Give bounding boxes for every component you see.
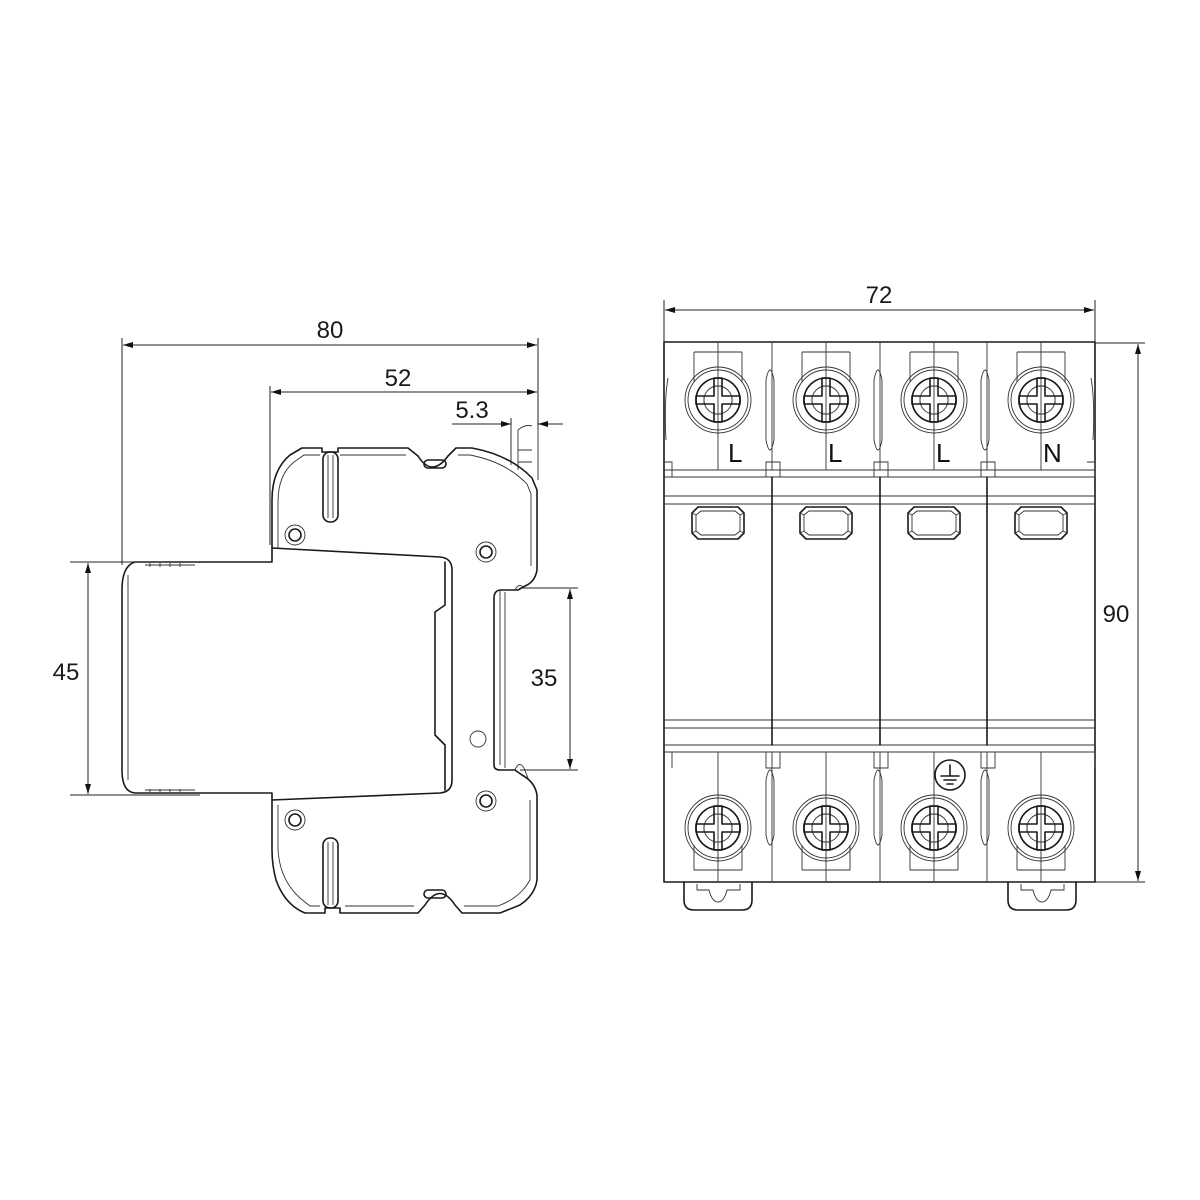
status-window <box>799 506 853 540</box>
dimension-label-height: 90 <box>1103 601 1130 628</box>
front-view: 72 90 L <box>663 282 1145 911</box>
pole-label: L <box>936 438 950 468</box>
front-face <box>121 561 201 794</box>
housing-outline <box>271 447 538 914</box>
dimension-label-overall-depth: 80 <box>317 317 344 344</box>
dimension-52: 52 <box>269 365 537 545</box>
rivet-holes <box>284 524 497 831</box>
pole-3: L <box>900 342 968 882</box>
status-window <box>691 506 745 540</box>
slot-bottom <box>322 837 339 909</box>
dimension-label-clip-offset: 5.3 <box>455 397 488 424</box>
module-body <box>663 341 1096 883</box>
dimension-35: 35 <box>520 587 578 771</box>
pole-4: N <box>1007 342 1075 882</box>
slot-top <box>322 451 339 523</box>
status-window <box>907 506 961 540</box>
pole-2: L <box>792 342 860 882</box>
front-cover <box>199 547 453 801</box>
dimension-80: 80 <box>121 317 539 565</box>
pole-label: L <box>728 438 742 468</box>
dimension-45: 45 <box>53 561 200 796</box>
dimension-label-front-height: 45 <box>53 659 80 686</box>
protective-earth-icon <box>934 759 966 791</box>
din-clip-left <box>683 881 753 911</box>
pole-1: L <box>684 342 752 882</box>
pole-label: L <box>828 438 842 468</box>
rail-clip <box>510 424 539 480</box>
dimension-label-body-depth: 52 <box>385 365 412 392</box>
din-clip-right <box>1007 881 1077 911</box>
pole-label: N <box>1043 438 1062 468</box>
side-view: 80 52 5.3 <box>53 317 578 914</box>
dimension-5-3: 5.3 <box>452 397 563 460</box>
status-window <box>1014 506 1068 540</box>
dimension-label-width: 72 <box>866 282 893 309</box>
dimension-label-rail-width: 35 <box>531 665 558 692</box>
dimension-72: 72 <box>663 282 1096 342</box>
dimension-90: 90 <box>1095 342 1145 883</box>
